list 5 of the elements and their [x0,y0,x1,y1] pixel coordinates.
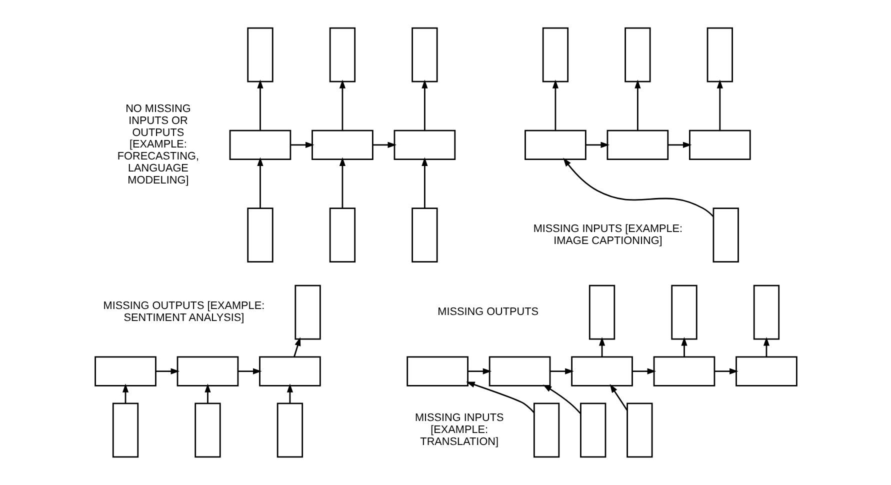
label: MISSING OUTPUTS [438,306,539,318]
label: MISSING INPUTS [EXAMPLE: IMAGE CAPTIONING] [533,222,683,247]
label: MISSING OUTPUTS [EXAMPLE: SENTIMENT ANALYSIS] [103,300,265,324]
label: MISSING INPUTS [EXAMPLE: TRANSLATION] [414,412,504,448]
label: NO MISSING INPUTS OR OUTPUTS [EXAMPLE: FORECASTING, LANGUAGE MODELING] [117,103,199,186]
